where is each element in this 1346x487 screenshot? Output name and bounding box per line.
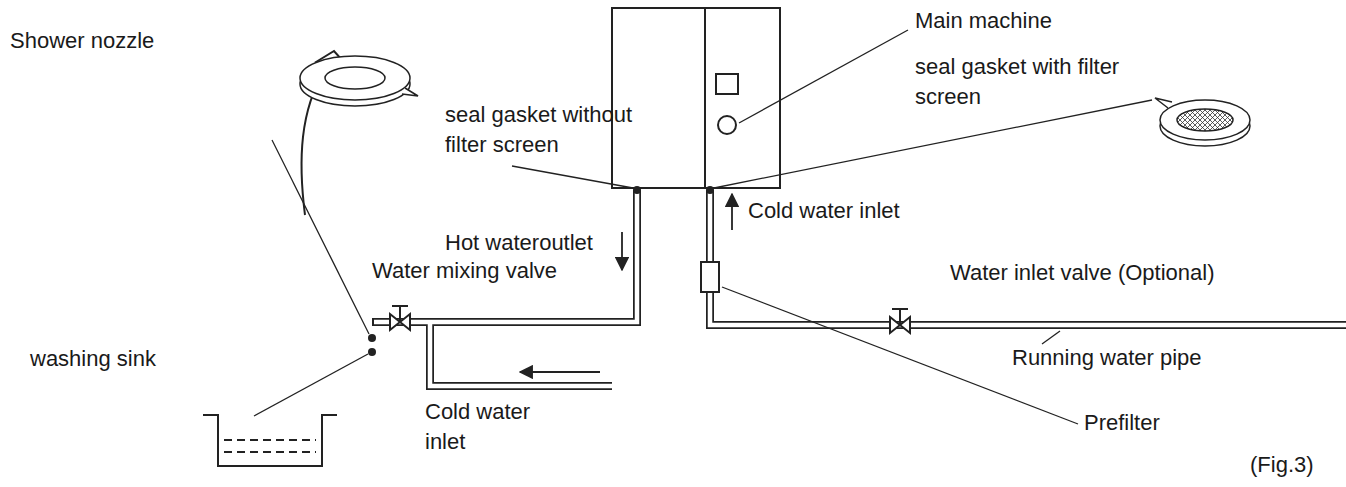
part-label: Water mixing valve xyxy=(372,256,557,286)
washing-sink xyxy=(203,415,337,466)
part-label: Shower nozzle xyxy=(10,26,154,56)
part-label: Prefilter xyxy=(1084,408,1160,438)
part-label: Cold water inlet xyxy=(748,196,900,226)
part-label: seal gasket with filter screen xyxy=(915,52,1120,112)
main-machine xyxy=(612,8,780,188)
part-label: Water inlet valve (Optional) xyxy=(950,258,1215,288)
figure-caption: (Fig.3) xyxy=(1250,450,1314,480)
part-label: seal gasket without filter screen xyxy=(445,100,673,160)
part-label: Hot wateroutlet xyxy=(445,228,593,258)
pipes xyxy=(372,190,1346,386)
part-label: washing sink xyxy=(30,344,156,374)
part-label: Main machine xyxy=(915,6,1052,36)
part-label: Running water pipe xyxy=(1012,343,1202,373)
joints xyxy=(368,186,714,356)
part-label: Cold water inlet xyxy=(425,397,560,457)
prefilter xyxy=(701,262,719,292)
